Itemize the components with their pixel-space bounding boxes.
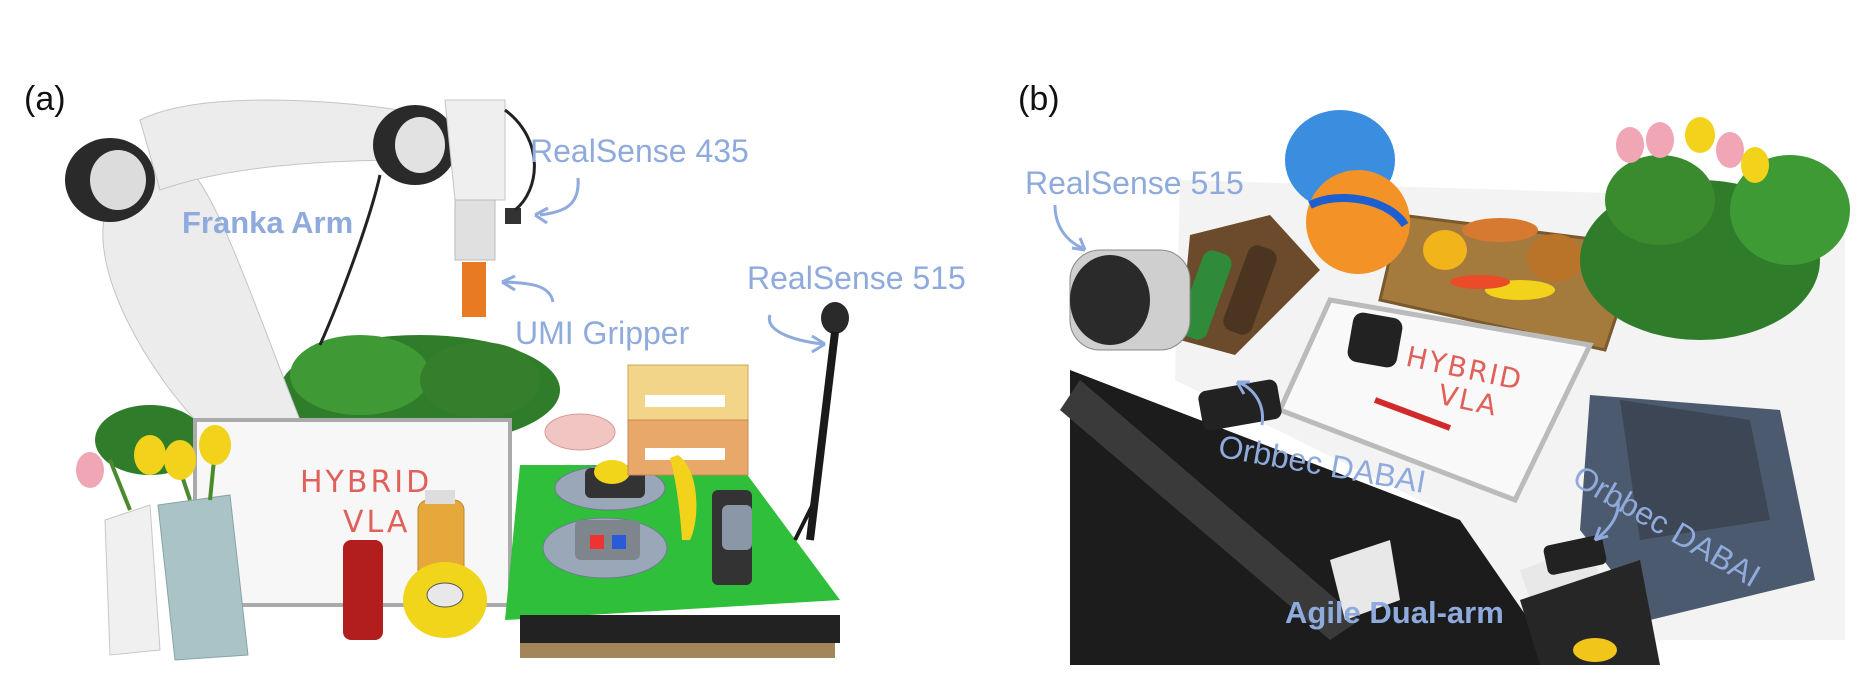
panel-a-photo (65, 99, 849, 661)
panel-b-tag: (b) (1018, 80, 1060, 118)
arrow-orbbec-right (1597, 499, 1620, 540)
vases-tulips-a (76, 425, 249, 661)
franka-arm-label: Franka Arm (182, 205, 354, 240)
arrow-realsense-515-b (1053, 204, 1083, 250)
agile-dual-arm-label: Agile Dual-arm (1285, 595, 1504, 630)
bottle-rack-b (1178, 215, 1320, 355)
annotation-arrows (501, 177, 1620, 542)
realsense-515-tripod-a (793, 302, 849, 541)
orbbec-cameras-b (1198, 379, 1607, 575)
realsense-515-label-b: RealSense 515 (1025, 165, 1244, 201)
realsense-515-label-a: RealSense 515 (747, 260, 966, 296)
whiteboard-b (1276, 297, 1594, 504)
arrow-realsense-435 (539, 177, 580, 217)
realsense-435-label: RealSense 435 (530, 133, 749, 169)
panel-a-tag: (a) (24, 80, 66, 118)
basket-b (1378, 213, 1643, 352)
arrow-realsense-515-a (767, 314, 823, 346)
toys-b (1285, 110, 1410, 274)
plant-tulips-b (1580, 117, 1850, 340)
table-objects-a (542, 364, 752, 585)
arrow-umi-gripper (504, 280, 555, 303)
whiteboard-text-a-line2: VLA (343, 505, 411, 540)
panel-b-photo (1060, 110, 1850, 665)
franka-arm (65, 99, 536, 561)
realsense-515-camera-b (1069, 249, 1191, 351)
arrow-orbbec-left (1239, 381, 1265, 426)
umi-gripper-label: UMI Gripper (515, 315, 690, 351)
whiteboard-text-a-line1: HYBRID (300, 465, 433, 500)
can-bottle-mug-a (343, 490, 487, 640)
